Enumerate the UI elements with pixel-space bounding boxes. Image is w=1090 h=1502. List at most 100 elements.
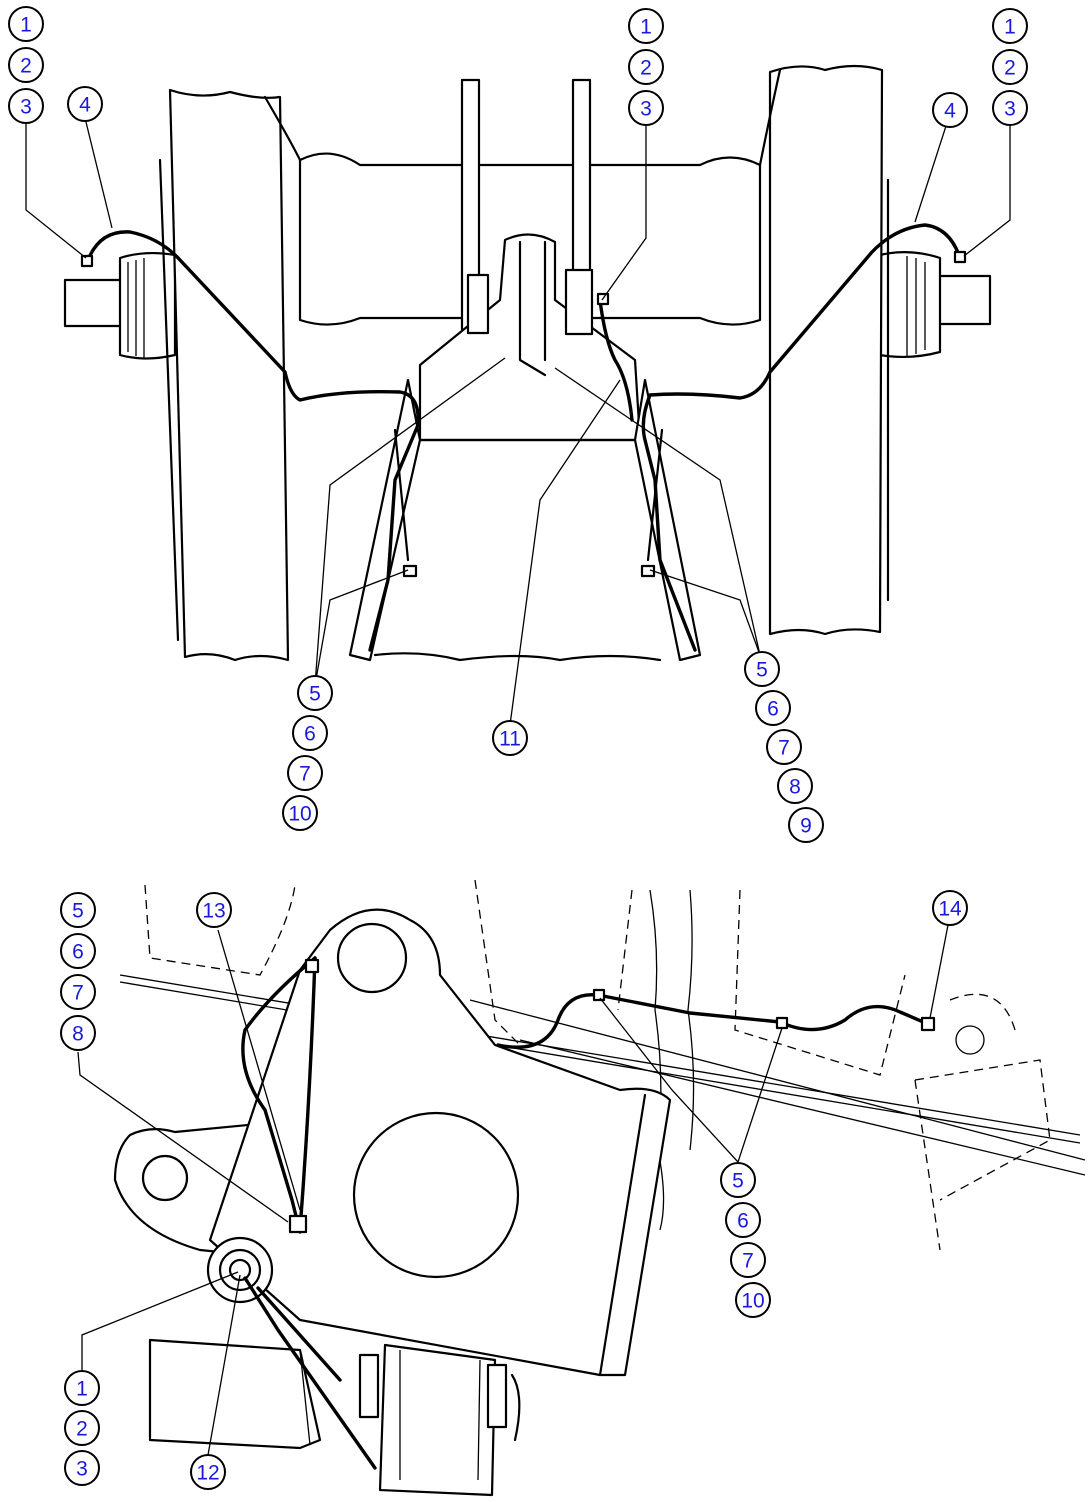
bottom-leaders <box>77 924 949 1456</box>
top-leaders <box>25 117 1011 726</box>
callout-circle <box>60 974 96 1010</box>
callout-number: 1 <box>76 1378 88 1401</box>
callout-mid-right-0: 5 <box>744 651 780 687</box>
upper-bore <box>336 922 408 994</box>
callout-circle <box>992 8 1028 44</box>
callout-number: 1 <box>20 14 32 37</box>
callout-number: 4 <box>944 100 956 123</box>
callout-circle <box>64 1410 100 1446</box>
callout-number: 6 <box>304 723 316 746</box>
callout-circle <box>992 90 1028 126</box>
callout-circle <box>720 1162 756 1198</box>
callout-circle <box>725 1202 761 1238</box>
callout-mid-center-0: 11 <box>492 720 528 756</box>
callout-circle <box>766 729 802 765</box>
callout-top-center-1: 2 <box>628 49 664 85</box>
callout-bot-13-0: 13 <box>196 892 232 928</box>
callout-circle <box>60 892 96 928</box>
callout-bot-left-bottom-0: 1 <box>64 1370 100 1406</box>
grease-line-13 <box>241 956 317 1234</box>
left-hub <box>118 251 177 360</box>
grease-line-right <box>641 223 962 652</box>
callout-circle <box>992 49 1028 85</box>
callout-number: 6 <box>72 941 84 964</box>
top-view-axle-assembly <box>63 64 992 662</box>
callout-circle <box>744 651 780 687</box>
callout-circle <box>297 675 333 711</box>
callout-mid-left-3: 10 <box>282 795 318 831</box>
callout-number: 10 <box>741 1290 764 1313</box>
callout-number: 14 <box>938 898 962 921</box>
callout-mid-left-0: 5 <box>297 675 333 711</box>
callout-bot-right-mid-3: 10 <box>735 1282 771 1318</box>
callout-circle <box>628 49 664 85</box>
callout-circle <box>8 6 44 42</box>
callout-number: 4 <box>79 94 91 117</box>
callout-circle <box>932 890 968 926</box>
callout-bot-right-mid-2: 7 <box>730 1242 766 1278</box>
grease-line-12 <box>243 1276 377 1470</box>
callout-number: 5 <box>309 683 321 706</box>
callout-circle <box>8 47 44 83</box>
lower-mount <box>378 1343 497 1497</box>
callout-mid-right-2: 7 <box>766 729 802 765</box>
callout-number: 9 <box>800 815 812 838</box>
callout-number: 7 <box>299 763 311 786</box>
callout-number: 13 <box>202 900 225 923</box>
callout-mid-right-1: 6 <box>755 690 791 726</box>
callout-bot-left-bottom-2: 3 <box>64 1450 100 1486</box>
callout-number: 7 <box>742 1250 754 1273</box>
callout-bot-left-top-3: 8 <box>60 1015 96 1051</box>
callout-top-right-0: 1 <box>992 8 1028 44</box>
callout-number: 7 <box>778 737 790 760</box>
fitting-8 <box>288 1214 308 1234</box>
callout-number: 11 <box>499 728 521 751</box>
callout-circle <box>67 86 103 122</box>
frame-right-leg <box>633 378 702 662</box>
callout-number: 2 <box>640 57 652 80</box>
callout-number: 2 <box>1004 57 1016 80</box>
callout-mid-left-1: 6 <box>292 715 328 751</box>
callout-circle <box>735 1282 771 1318</box>
left-wheel <box>168 88 290 662</box>
callout-mid-left-2: 7 <box>287 755 323 791</box>
callout-bot-right-mid-0: 5 <box>720 1162 756 1198</box>
callout-number: 5 <box>756 659 768 682</box>
callout-circle <box>287 755 323 791</box>
callout-number: 5 <box>732 1170 744 1193</box>
grease-line-left <box>86 230 420 652</box>
right-wheel <box>768 64 884 636</box>
callout-number: 7 <box>72 982 84 1005</box>
callout-circle <box>8 88 44 124</box>
callout-circle <box>755 690 791 726</box>
callout-mid-right-4: 9 <box>788 807 824 843</box>
callout-top-center-2: 3 <box>628 90 664 126</box>
callout-number: 3 <box>1004 98 1016 121</box>
callout-top-right-1: 2 <box>992 49 1028 85</box>
callout-bot-right-mid-1: 6 <box>725 1202 761 1238</box>
callout-number: 5 <box>72 900 84 923</box>
callout-number: 12 <box>196 1462 219 1485</box>
callout-top-center-0: 1 <box>628 8 664 44</box>
bottom-view-frame-assembly <box>113 879 1086 1497</box>
callout-number: 6 <box>767 698 779 721</box>
callout-top-left-1: 2 <box>8 47 44 83</box>
callout-circle <box>730 1242 766 1278</box>
callout-mid-right-3: 8 <box>777 768 813 804</box>
callout-top-left-hose-0: 4 <box>67 86 103 122</box>
callout-bot-left-bottom-1: 2 <box>64 1410 100 1446</box>
frame-left-leg <box>348 378 422 662</box>
callout-bot-12-0: 12 <box>190 1454 226 1490</box>
callout-circle <box>292 715 328 751</box>
callout-top-left-2: 3 <box>8 88 44 124</box>
callout-top-right-2: 3 <box>992 90 1028 126</box>
callout-bot-left-top-2: 7 <box>60 974 96 1010</box>
callout-circle <box>64 1450 100 1486</box>
callout-number: 10 <box>288 803 311 826</box>
callout-number: 1 <box>1004 16 1016 39</box>
callout-number: 8 <box>72 1023 84 1046</box>
callout-number: 6 <box>737 1210 749 1233</box>
